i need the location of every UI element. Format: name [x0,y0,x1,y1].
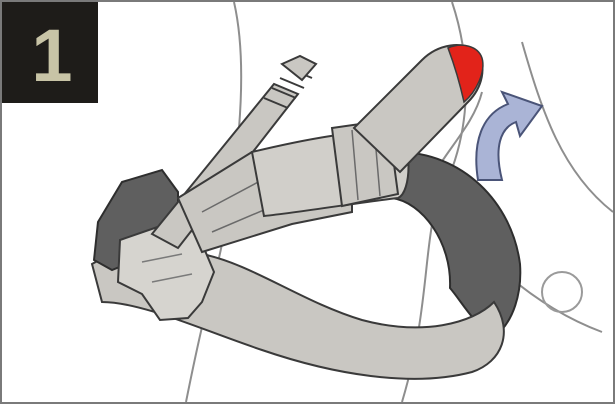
rod-end-cap [282,56,316,80]
step-number: 1 [31,19,72,93]
step-badge: 1 [2,2,98,103]
curved-arrow-icon [476,92,542,180]
circle-marker-icon [542,272,582,312]
